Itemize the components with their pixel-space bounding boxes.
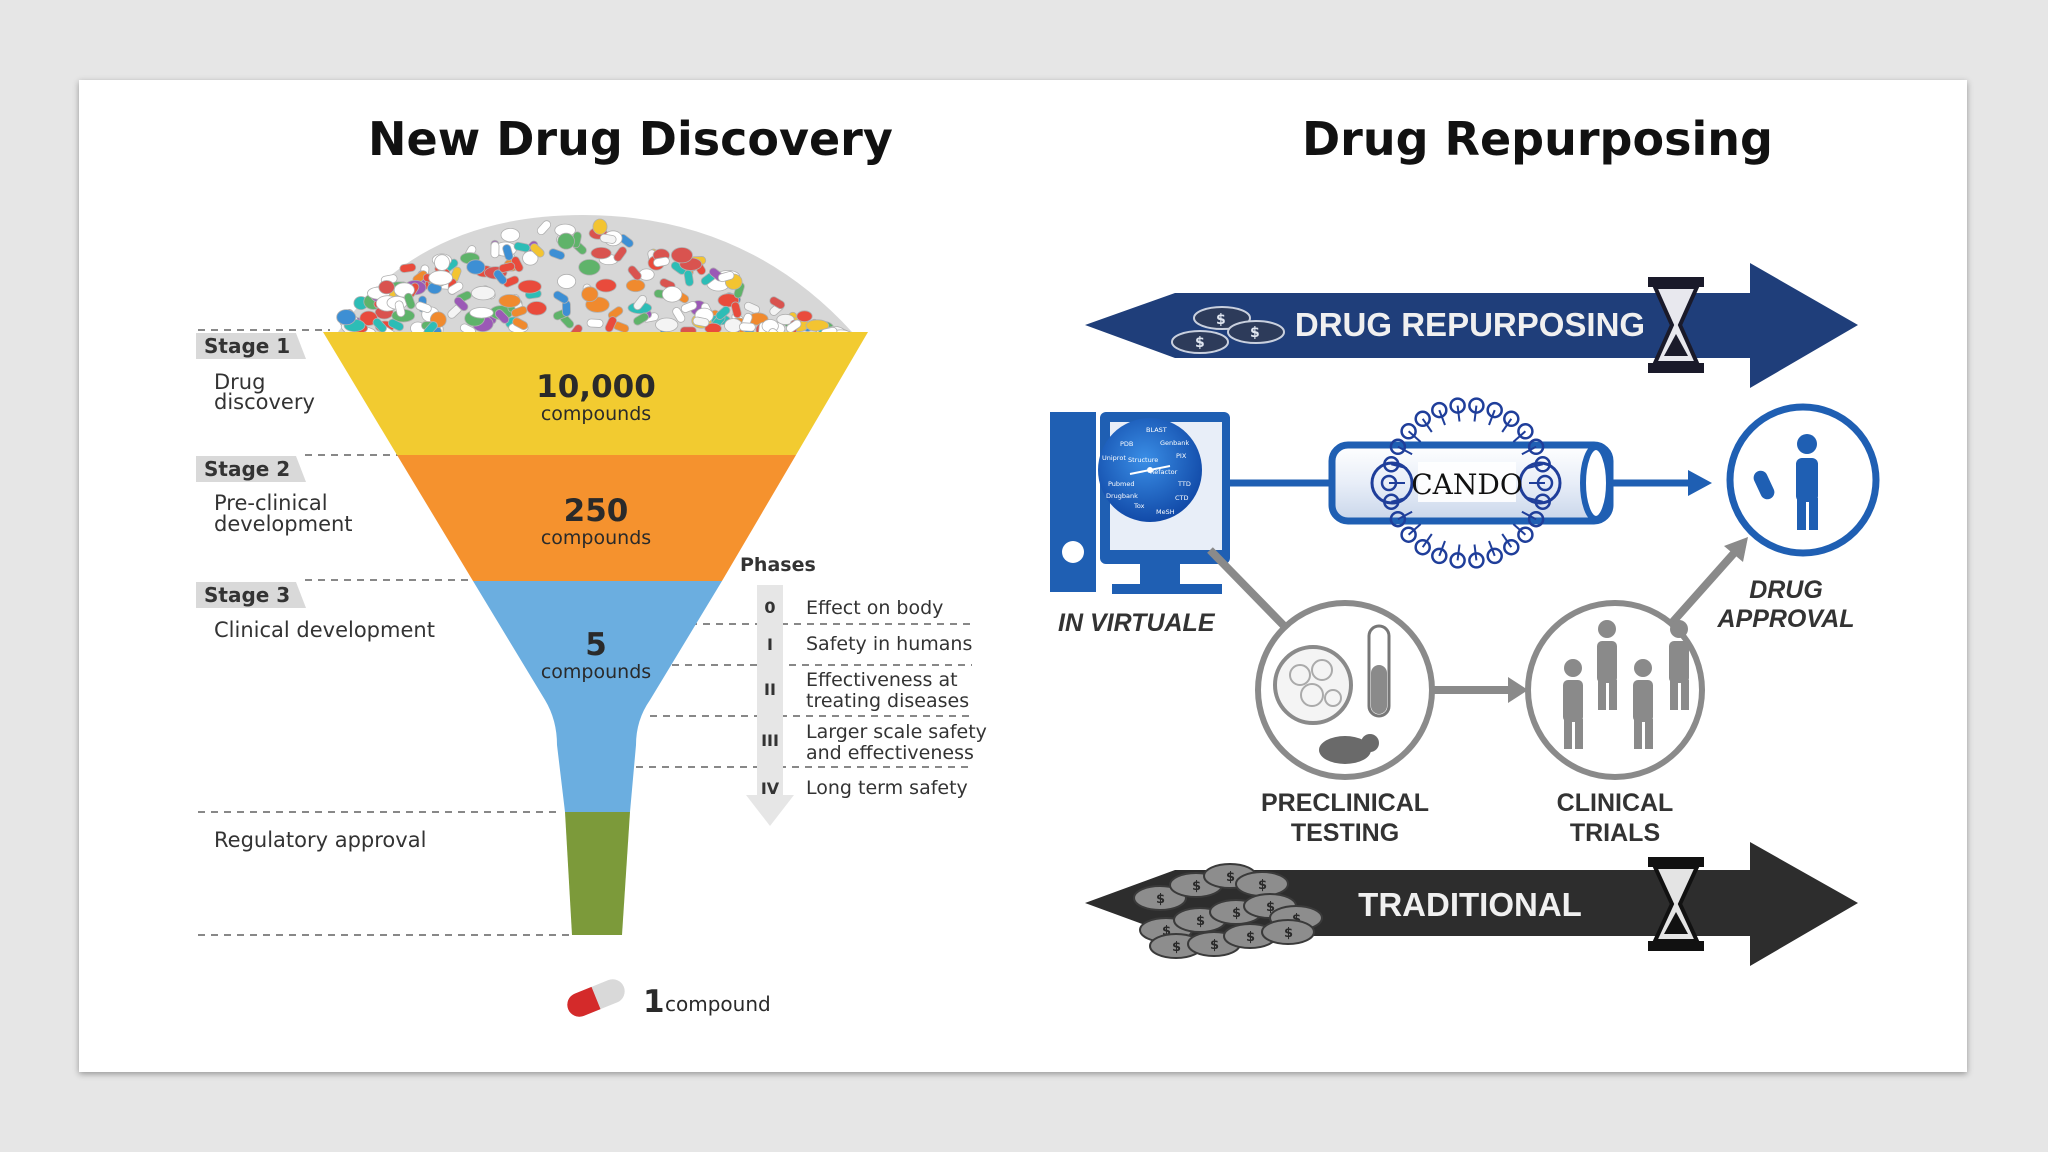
svg-text:$: $ [1246,930,1255,945]
coins-icon-top: $ $ $ [1171,306,1285,354]
svg-text:Genbank: Genbank [1160,439,1189,447]
clinical-trials-icon [1525,600,1705,780]
stage-tag-3: Stage 3 [196,582,306,608]
svg-text:$: $ [1156,892,1165,907]
phase-2-num: II [764,680,776,699]
connector-arrowhead [1688,470,1712,496]
stage-1-count: 10,000 [536,369,656,405]
phase-4-num: IV [761,779,780,798]
cando-label: CANDO [1411,468,1523,501]
svg-text:Drugbank: Drugbank [1106,492,1138,500]
phase-3-text-line2: and effectiveness [806,742,974,764]
svg-text:BLAST: BLAST [1146,426,1167,434]
pill-pile [336,215,853,347]
stage-3-unit: compounds [541,661,651,683]
result-unit: compound [665,992,771,1016]
stage-3-count: 5 [585,627,607,663]
svg-text:$: $ [1250,325,1260,341]
phase-3-text-line1: Larger scale safety [806,721,987,743]
stage-2-desc-line1: Pre-clinical [214,491,328,515]
phase-3-num: III [761,731,779,750]
svg-text:Structure: Structure [1128,456,1158,464]
drug-approval-line1: DRUG [1749,576,1823,604]
funnel-stage-3 [473,581,722,812]
svg-text:Tox: Tox [1133,502,1145,510]
phase-1-text: Safety in humans [806,633,972,655]
svg-text:MeSH: MeSH [1156,508,1175,516]
drug-approval-icon [1726,403,1880,557]
svg-text:TTD: TTD [1177,480,1191,488]
phase-1-num: I [767,635,773,654]
svg-text:$: $ [1258,878,1267,893]
stage-1-desc-line1: Drug [214,370,265,394]
phase-2-text-line2: treating diseases [806,690,969,712]
svg-text:Uniprot: Uniprot [1102,454,1126,462]
preclinical-line2: TESTING [1291,819,1399,847]
phase-2-text-line1: Effectiveness at [806,669,958,691]
svg-text:Pubmed: Pubmed [1108,480,1135,488]
svg-text:Refactor: Refactor [1150,468,1178,476]
phases-arrow [746,585,794,826]
svg-text:$: $ [1172,940,1181,955]
hourglass-icon-top [1648,277,1704,373]
svg-text:PDB: PDB [1120,440,1133,448]
svg-text:$: $ [1196,914,1205,929]
funnel-regulatory [565,812,630,935]
in-virtuale-label: IN VIRTUALE [1058,609,1216,637]
svg-text:$: $ [1232,906,1241,921]
clinical-line1: CLINICAL [1557,789,1674,817]
svg-text:$: $ [1195,335,1205,351]
coins-icon-bottom: $$$$$$$$$$$$$ [1133,863,1323,959]
svg-text:Stage 1: Stage 1 [204,334,290,358]
preclinical-icon [1255,600,1435,780]
svg-text:PIX: PIX [1176,452,1187,460]
regulatory-label: Regulatory approval [214,828,426,852]
drug-approval-line2: APPROVAL [1716,605,1854,633]
result-count: 1 [643,984,665,1020]
hourglass-icon-bottom [1648,857,1704,951]
svg-text:TRADITIONAL: TRADITIONAL [1358,886,1582,923]
svg-text:$: $ [1192,879,1201,894]
svg-text:$: $ [1216,312,1226,328]
phase-0-num: 0 [764,598,775,617]
stage-2-unit: compounds [541,527,651,549]
svg-text:$: $ [1292,912,1301,927]
phase-4-text: Long term safety [806,777,968,799]
svg-text:CTD: CTD [1175,494,1189,502]
funnel-stage-2 [397,455,796,581]
right-title: Drug Repurposing [1302,112,1773,166]
stage-tag-1: Stage 1 [196,333,306,359]
stage-2-desc-line2: development [214,512,353,536]
svg-text:$: $ [1284,926,1293,941]
stage-1-unit: compounds [541,403,651,425]
cando-cylinder: CANDO [1328,397,1614,569]
svg-text:DRUG REPURPOSING: DRUG REPURPOSING [1295,306,1645,343]
stage-3-desc: Clinical development [214,618,435,642]
svg-text:Stage 3: Stage 3 [204,583,290,607]
phase-0-text: Effect on body [806,597,943,619]
svg-text:Stage 2: Stage 2 [204,457,290,481]
preclinical-line1: PRECLINICAL [1261,789,1429,817]
svg-text:$: $ [1210,938,1219,953]
clinical-line2: TRIALS [1570,819,1660,847]
svg-text:$: $ [1162,924,1171,939]
phases-title: Phases [740,554,816,576]
left-title: New Drug Discovery [368,112,893,166]
stage-1-desc-line2: discovery [214,390,315,414]
svg-text:$: $ [1226,870,1235,885]
stage-divider-lines [198,329,972,936]
capsule-icon [567,979,625,1017]
stage-tag-2: Stage 2 [196,456,306,482]
stage-2-count: 250 [564,493,629,529]
svg-text:$: $ [1266,900,1275,915]
funnel-stage-1 [323,332,868,455]
